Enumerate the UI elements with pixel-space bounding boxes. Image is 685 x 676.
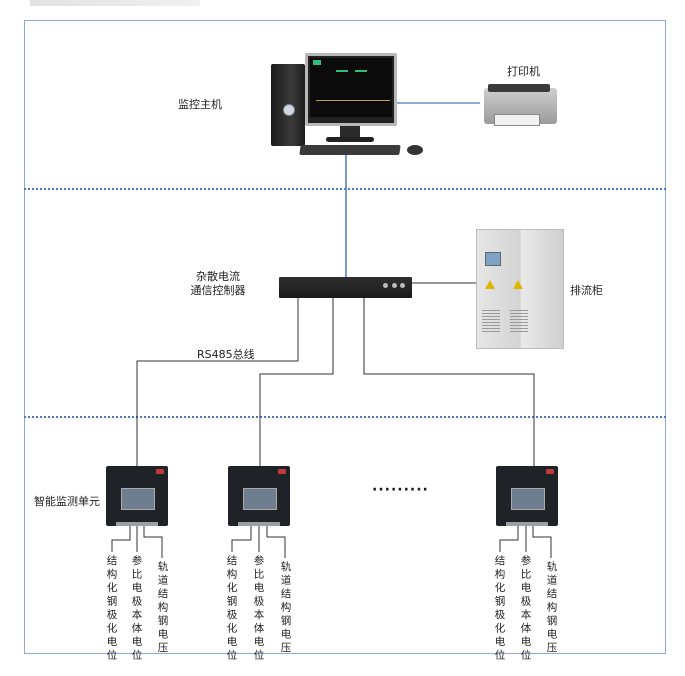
controller-label-line2: 通信控制器 — [190, 284, 246, 297]
unit-1-output-1: 结构化钢极化电位 — [105, 555, 118, 663]
more-units-ellipsis: ········· — [372, 482, 429, 498]
mouse-icon — [407, 145, 423, 155]
unit-1-output-3: 轨道结构钢电压 — [156, 561, 169, 656]
monitor-host-label: 监控主机 — [178, 98, 222, 111]
rs485-branch-1 — [136, 298, 299, 466]
layer-separator-2 — [24, 416, 666, 418]
rs485-branch-2 — [259, 298, 334, 466]
unit-2-leads — [231, 526, 286, 558]
unit-3-output-1: 结构化钢极化电位 — [493, 555, 506, 663]
monitoring-unit-2 — [228, 466, 290, 526]
figure-caption-blurred — [30, 0, 200, 6]
monitoring-unit-3 — [496, 466, 558, 526]
unit-1-leads — [111, 526, 163, 558]
monitor-display-icon — [305, 53, 397, 126]
unit-3-output-2: 参比电极本体电位 — [519, 555, 532, 663]
unit-1-output-2: 参比电极本体电位 — [130, 555, 143, 663]
printer-label: 打印机 — [507, 65, 540, 78]
monitoring-unit-label: 智能监测单元 — [34, 495, 100, 508]
monitor-base — [326, 137, 374, 142]
controller-label-line1: 杂散电流 — [196, 270, 240, 283]
unit-2-output-2: 参比电极本体电位 — [252, 555, 265, 663]
electrical-cabinet-icon — [476, 229, 564, 349]
printer-icon — [484, 84, 557, 126]
monitoring-unit-1 — [106, 466, 168, 526]
diagram-frame — [24, 20, 666, 654]
unit-3-leads — [499, 526, 552, 558]
unit-3-output-3: 轨道结构钢电压 — [545, 561, 558, 656]
layer-separator-1 — [24, 188, 666, 190]
monitor-stand — [340, 126, 360, 138]
rs485-bus-label: RS485总线 — [197, 348, 255, 361]
rack-controller-icon — [279, 277, 412, 298]
keyboard-icon — [299, 145, 401, 155]
drain-cabinet-label: 排流柜 — [570, 284, 603, 297]
desktop-tower-icon — [271, 64, 305, 146]
unit-2-output-3: 轨道结构钢电压 — [279, 561, 292, 656]
unit-2-output-1: 结构化钢极化电位 — [225, 555, 238, 663]
controller-label: 杂散电流 通信控制器 — [186, 270, 250, 298]
rs485-branch-3 — [363, 298, 535, 466]
